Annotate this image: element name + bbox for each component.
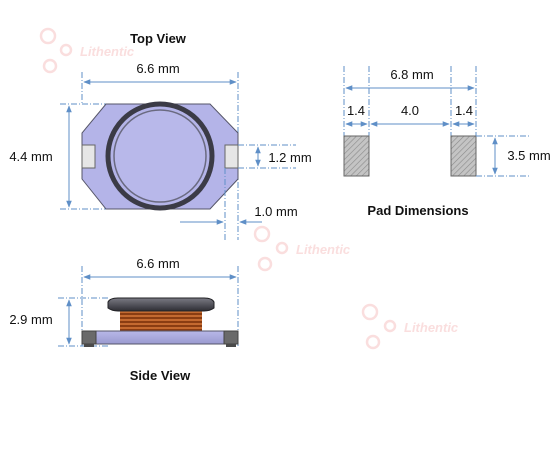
watermark-center: Lithentic	[253, 225, 351, 272]
top-view-title: Top View	[130, 31, 187, 46]
ferrite-cap	[107, 297, 215, 312]
pad-gap-label: 4.0	[401, 103, 419, 118]
pad-right	[450, 135, 477, 177]
top-height-label: 4.4 mm	[9, 149, 52, 164]
terminal-width-label: 1.0 mm	[254, 204, 297, 219]
pad-left	[343, 135, 370, 177]
inductor-base-side	[81, 330, 239, 345]
pad-left-width-label: 1.4	[347, 103, 365, 118]
winding-cap-inner	[113, 109, 207, 203]
pad-right-width-label: 1.4	[455, 103, 473, 118]
watermark-bottom-right: Lithentic	[361, 303, 459, 350]
top-width-label: 6.6 mm	[136, 61, 179, 76]
terminal-right-foot	[226, 344, 236, 347]
winding-coil	[120, 309, 202, 331]
terminal-left-foot	[84, 344, 94, 347]
pad-height-label: 3.5 mm	[507, 148, 550, 163]
terminal-right-top	[224, 144, 239, 169]
terminal-right-side	[223, 330, 239, 345]
watermark-text: Lithentic	[404, 320, 459, 335]
watermark-top-left: Lithentic	[39, 27, 135, 74]
pad-dimensions-title: Pad Dimensions	[367, 203, 468, 218]
watermark-text: Lithentic	[80, 44, 135, 59]
terminal-height-label: 1.2 mm	[268, 150, 311, 165]
side-width-label: 6.6 mm	[136, 256, 179, 271]
side-view-title: Side View	[130, 368, 191, 383]
terminal-left-top	[81, 144, 96, 169]
terminal-left-side	[81, 330, 97, 345]
watermark-text: Lithentic	[296, 242, 351, 257]
pad-overall-label: 6.8 mm	[390, 67, 433, 82]
side-height-label: 2.9 mm	[9, 312, 52, 327]
